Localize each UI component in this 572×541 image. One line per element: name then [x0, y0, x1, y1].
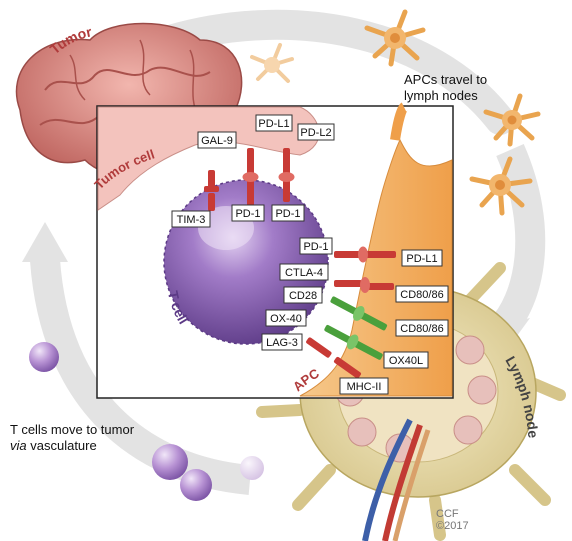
pd1-a-label: PD-1: [231, 204, 265, 222]
mhc2-label: MHC-II: [339, 377, 389, 395]
svg-text:LAG-3: LAG-3: [266, 337, 298, 349]
svg-text:PD-1: PD-1: [275, 208, 300, 220]
tim3-label: TIM-3: [171, 210, 211, 228]
t-cells-vasculature: vasculature: [26, 438, 97, 453]
receptor-glyphs: [204, 148, 396, 379]
ox40-label: OX-40: [265, 309, 307, 327]
svg-text:PD-1: PD-1: [303, 241, 328, 253]
apc-travel-line-1: APCs travel to: [404, 72, 488, 87]
svg-text:PD-L2: PD-L2: [300, 127, 331, 139]
ctla4-label: CTLA-4: [279, 263, 329, 281]
t-cells-note: T cells move to tumor via vasculature: [10, 422, 180, 454]
gal9-label: GAL-9: [197, 131, 237, 149]
credit-line-1: CCF: [436, 508, 459, 520]
lag3-label: LAG-3: [261, 333, 303, 351]
svg-text:GAL-9: GAL-9: [201, 135, 233, 147]
svg-text:CD80/86: CD80/86: [400, 323, 443, 335]
ox40l-label: OX40L: [383, 351, 429, 369]
pdl2-label: PD-L2: [297, 123, 335, 141]
copyright-credit: CCF ©2017: [436, 508, 469, 532]
migrating-t-cells: [29, 342, 264, 501]
pd1-c-label: PD-1: [299, 237, 333, 255]
cd28-label: CD28: [283, 286, 323, 304]
credit-line-2: ©2017: [436, 520, 469, 532]
pdl1-right-label: PD-L1: [401, 249, 443, 267]
cd80-a-label: CD80/86: [395, 285, 449, 303]
t-cells-line-1: T cells move to tumor: [10, 422, 135, 437]
t-cells-line-2: via vasculature: [10, 438, 180, 454]
pd1-b-label: PD-1: [271, 204, 305, 222]
receptor-labels: GAL-9 PD-L1 PD-L2 TIM-3 PD-1 PD-1 PD-1: [171, 114, 449, 395]
svg-text:OX-40: OX-40: [270, 313, 302, 325]
svg-text:OX40L: OX40L: [389, 355, 423, 367]
t-cells-via: via: [10, 438, 27, 453]
svg-text:PD-L1: PD-L1: [406, 253, 437, 265]
svg-text:PD-1: PD-1: [235, 208, 260, 220]
cd80-b-label: CD80/86: [395, 319, 449, 337]
svg-text:CD28: CD28: [289, 290, 317, 302]
svg-text:CD80/86: CD80/86: [400, 289, 443, 301]
pdl1-top-label: PD-L1: [255, 114, 293, 132]
svg-text:CTLA-4: CTLA-4: [285, 267, 323, 279]
svg-text:TIM-3: TIM-3: [177, 214, 206, 226]
apc-travel-line-2: lymph nodes: [404, 88, 478, 103]
apc-travel-note: APCs travel to lymph nodes: [404, 72, 524, 104]
svg-text:MHC-II: MHC-II: [347, 381, 382, 393]
svg-text:PD-L1: PD-L1: [258, 118, 289, 130]
dendritic-cells: [250, 9, 541, 216]
